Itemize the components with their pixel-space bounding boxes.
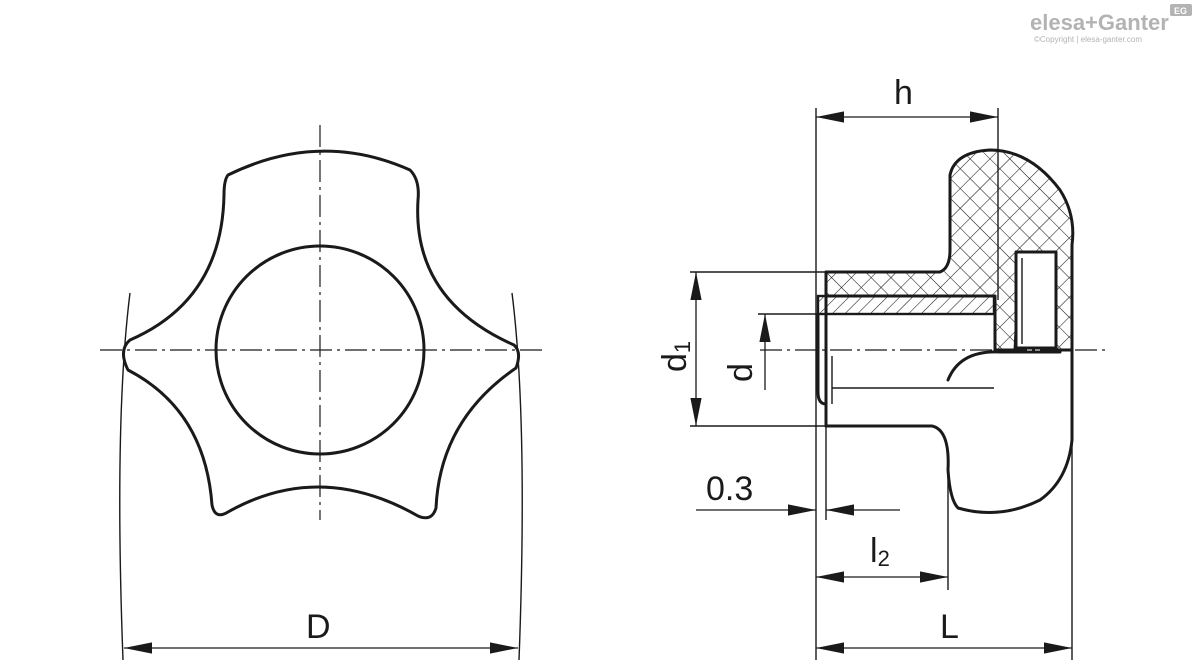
front-view: D: [100, 125, 545, 661]
metal-insert-section: [816, 294, 996, 316]
knob-outline: [122, 149, 521, 520]
knob-body-lower: [824, 348, 1074, 514]
brand-name: elesa+Ganter: [1030, 10, 1169, 35]
dimension-d-label: d: [722, 363, 760, 382]
brand-badge: EG: [1174, 6, 1187, 16]
d-extension-right: [511, 292, 523, 661]
knob-body-mid-edge: [946, 350, 1062, 382]
dimension-h-label: h: [894, 74, 913, 112]
knob-section-plastic: [824, 148, 1075, 352]
bore-front-edge: [816, 312, 828, 406]
hub-circle: [214, 244, 426, 456]
dimension-l2-label: l2: [870, 532, 890, 571]
dimension-gap-label: 0.3: [706, 470, 753, 508]
brand-logo: elesa+Ganter EG ©Copyright | elesa-gante…: [1030, 4, 1192, 44]
dimension-L-label: L: [940, 608, 959, 646]
svg-text:d1: d1: [656, 341, 695, 372]
brand-copyright: ©Copyright | elesa-ganter.com: [1034, 35, 1142, 44]
side-view: h d1 d 0.3 l2 L: [656, 74, 1105, 660]
dimension-D-label: D: [306, 608, 331, 646]
dimension-d1-label: d1: [656, 341, 695, 372]
d-extension-left: [119, 292, 131, 661]
brand-badge-icon: [1170, 4, 1192, 16]
svg-text:d: d: [722, 363, 760, 382]
